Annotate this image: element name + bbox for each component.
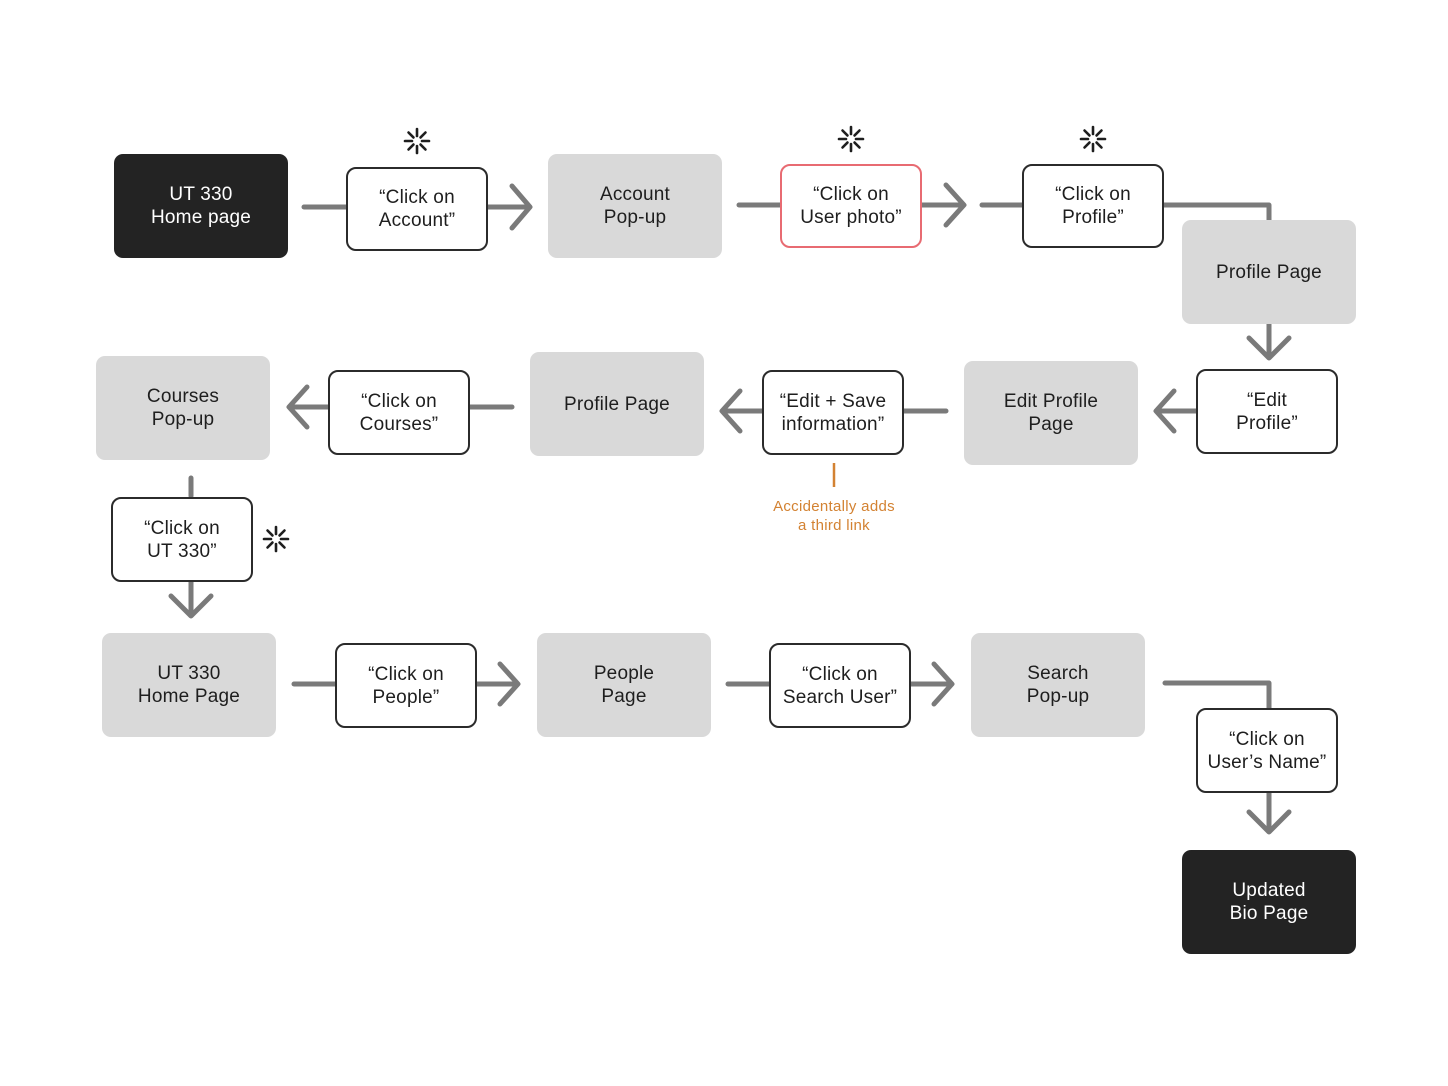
arrow-to-account-popup [485, 183, 533, 231]
annotation-accidental-third-link: Accidentally adds a third link [773, 498, 895, 534]
updated-bio-page-node: Updated Bio Page [1182, 850, 1356, 954]
arrow-to-updated-bio [1246, 790, 1292, 835]
start-node: UT 330 Home page [114, 154, 288, 258]
elbow-to-profile-page [1160, 202, 1272, 223]
action-click-ut330: “Click on UT 330” [111, 497, 253, 582]
arrow-to-search-popup [907, 661, 955, 707]
arrow-to-people-page [473, 661, 521, 707]
action-click-account: “Click on Account” [346, 167, 488, 251]
profile-page-node-1: Profile Page [1182, 220, 1356, 324]
loading-spinner-icon [262, 525, 290, 553]
loading-spinner-icon [837, 125, 865, 153]
action-edit-save-information: “Edit + Save information” [762, 370, 904, 455]
action-click-profile: “Click on Profile” [1022, 164, 1164, 248]
profile-page-node-2: Profile Page [530, 352, 704, 456]
courses-popup-node: Courses Pop-up [96, 356, 270, 460]
search-popup-node: Search Pop-up [971, 633, 1145, 737]
action-edit-profile: “Edit Profile” [1196, 369, 1338, 454]
arrow-to-edit-profile [1246, 321, 1292, 361]
loading-spinner-icon [403, 127, 431, 155]
ut330-home-page-node: UT 330 Home Page [102, 633, 276, 737]
action-click-user-photo: “Click on User photo” [780, 164, 922, 248]
action-click-users-name: “Click on User’s Name” [1196, 708, 1338, 793]
arrow-to-edit-profile-page [1153, 388, 1199, 434]
action-click-search-user: “Click on Search User” [769, 643, 911, 728]
account-popup-node: Account Pop-up [548, 154, 722, 258]
edit-profile-page-node: Edit Profile Page [964, 361, 1138, 465]
arrow-to-courses-popup [286, 384, 331, 430]
loading-spinner-icon [1079, 125, 1107, 153]
people-page-node: People Page [537, 633, 711, 737]
action-click-courses: “Click on Courses” [328, 370, 470, 455]
arrow-from-click-user-photo [918, 182, 967, 228]
action-click-people: “Click on People” [335, 643, 477, 728]
arrow-to-ut330-home [168, 579, 214, 619]
elbow-to-click-users-name [1162, 680, 1272, 711]
arrow-to-profile-page-2 [719, 388, 765, 434]
